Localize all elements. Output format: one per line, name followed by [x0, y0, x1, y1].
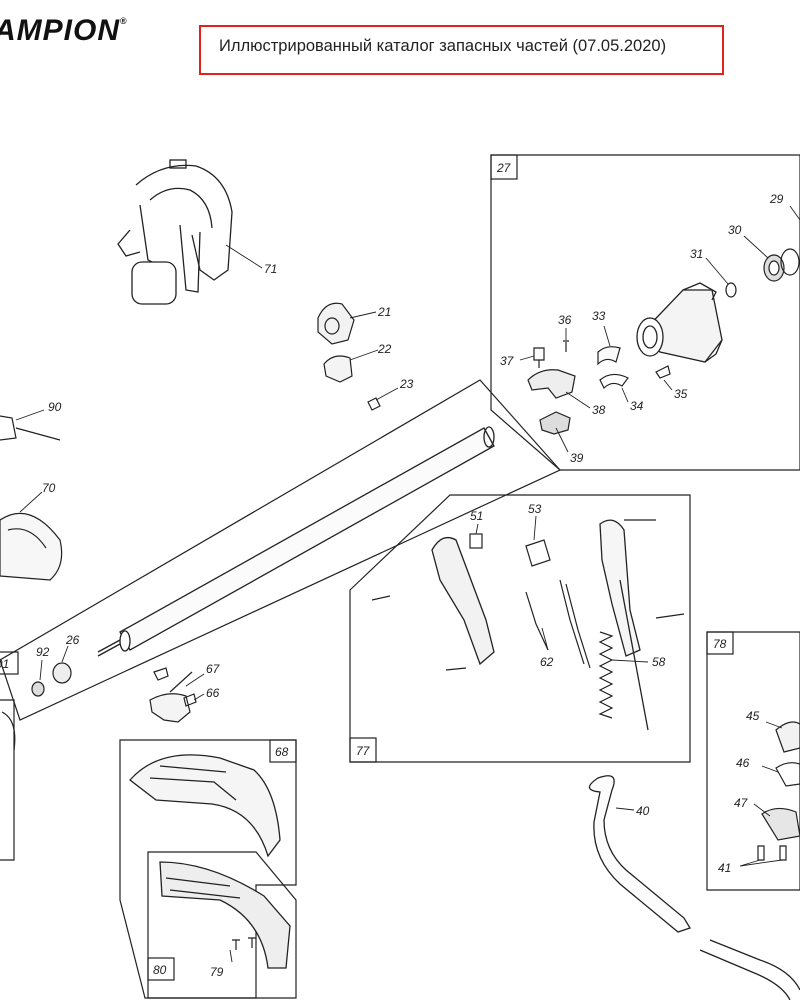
group-box-91 — [0, 651, 19, 675]
part-label-36: 36 — [558, 313, 572, 327]
part-label-90: 90 — [48, 400, 62, 414]
part-label-37: 37 — [500, 354, 515, 368]
part-label-38: 38 — [592, 403, 606, 417]
clamp-45-part — [775, 721, 800, 753]
group-box-78 — [706, 631, 800, 891]
box-label-77: 77 — [356, 744, 371, 758]
part-label-21: 21 — [377, 305, 391, 319]
part-label-79: 79 — [210, 965, 224, 979]
title-frame: Иллюстрированный каталог запасных частей… — [199, 25, 724, 75]
bolt-37-part — [533, 347, 545, 368]
bolts-41-part — [757, 845, 787, 861]
part-label-40: 40 — [636, 804, 650, 818]
box-label-80: 80 — [153, 963, 167, 977]
wire-62-part — [525, 579, 591, 669]
clamp-39-part — [539, 411, 571, 435]
part-label-33: 33 — [592, 309, 606, 323]
handle-tube-40-part — [588, 775, 800, 1000]
bolt-66-part — [183, 693, 197, 707]
part-label-45: 45 — [746, 709, 760, 723]
part-label-92: 92 — [36, 645, 50, 659]
box-label-68: 68 — [275, 745, 289, 759]
part-label-31: 31 — [690, 247, 703, 261]
part-label-39: 39 — [570, 451, 584, 465]
washer-part — [725, 282, 737, 298]
clamp-34-part — [599, 373, 629, 390]
group-box-68 — [119, 739, 297, 999]
clamp-38-part — [527, 369, 576, 399]
part-label-30: 30 — [728, 223, 742, 237]
bracket-67-part — [149, 693, 191, 723]
group-box-27 — [490, 154, 800, 471]
brand-logo: AMPION® — [0, 14, 128, 47]
part-label-46: 46 — [736, 756, 750, 770]
clamp-half-part — [597, 346, 621, 366]
clamp-47-part — [761, 807, 800, 841]
part-label-26: 26 — [65, 633, 80, 647]
guard-80-part — [159, 861, 291, 969]
handle-left-part — [431, 536, 495, 666]
box-label-27: 27 — [496, 161, 512, 175]
part-label-22: 22 — [377, 342, 392, 356]
part-label-51: 51 — [470, 509, 483, 523]
spring-part — [598, 631, 614, 719]
part-label-41: 41 — [718, 861, 731, 875]
handle-right-part — [599, 519, 649, 731]
bolts-79-part — [232, 937, 256, 950]
part-label-67: 67 — [206, 662, 221, 676]
part-label-62: 62 — [540, 655, 554, 669]
box-label-91: 91 — [0, 657, 9, 671]
part-label-29: 29 — [769, 192, 784, 206]
part-label-35: 35 — [674, 387, 688, 401]
part-label-58: 58 — [652, 655, 666, 669]
part-label-71: 71 — [264, 262, 277, 276]
trigger-53-part — [525, 539, 551, 567]
bearing-part — [763, 248, 800, 282]
bushing-part — [52, 662, 72, 684]
shaft-tube-part — [97, 426, 495, 657]
sleeve-part — [31, 681, 45, 697]
part-label-70: 70 — [42, 481, 56, 495]
guard-70-part — [0, 512, 63, 581]
group-box-77 — [349, 494, 691, 763]
part-label-23: 23 — [399, 377, 414, 391]
trimmer-guard-68-part — [129, 754, 281, 858]
bolt-23-part — [367, 397, 381, 411]
gear-housing-part — [636, 282, 723, 363]
bolt-35-part — [655, 365, 671, 379]
harness-part — [117, 159, 233, 305]
pin-part — [563, 340, 569, 352]
switch-51-part — [469, 533, 483, 549]
clamp-21-part — [317, 302, 355, 345]
part-label-53: 53 — [528, 502, 542, 516]
page-title: Иллюстрированный каталог запасных частей… — [219, 37, 667, 55]
box-label-78: 78 — [713, 637, 727, 651]
part-label-66: 66 — [206, 686, 220, 700]
clamp-46-part — [775, 762, 800, 787]
cable-90-part — [0, 415, 61, 441]
part-label-47: 47 — [734, 796, 749, 810]
clamp-22-part — [323, 355, 353, 383]
part-label-34: 34 — [630, 399, 644, 413]
